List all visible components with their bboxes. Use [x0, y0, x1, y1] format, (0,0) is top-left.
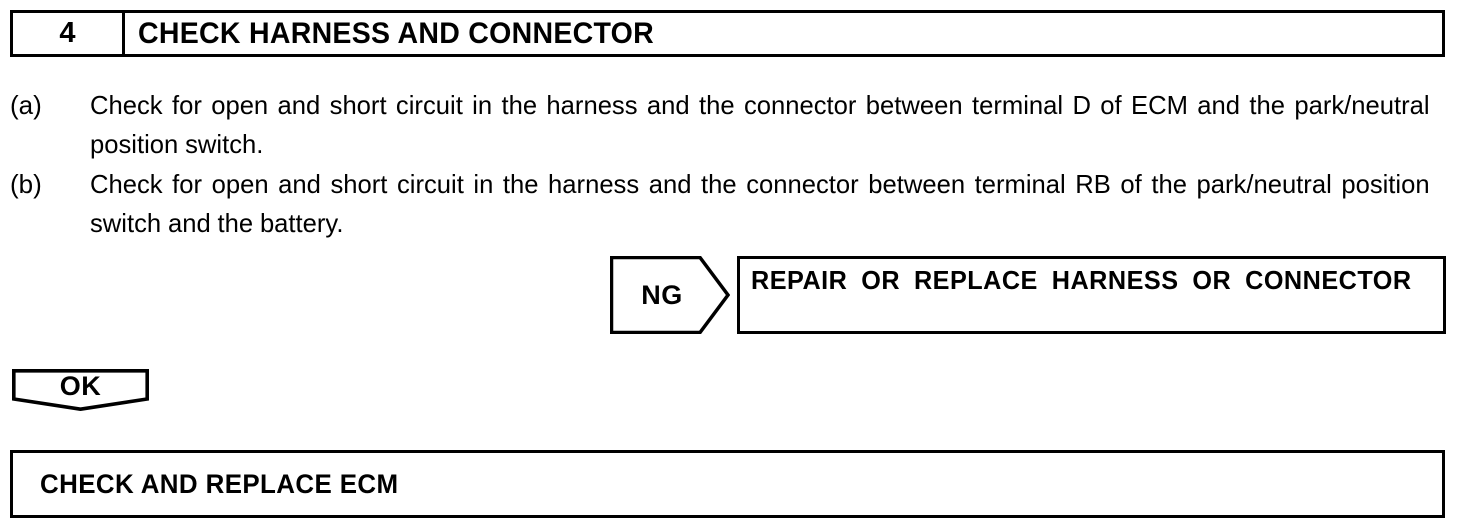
procedure-item-a-text: Check for open and short circuit in the …	[90, 90, 1430, 159]
procedure-item-a: (a) Check for open and short circuit in …	[10, 86, 1450, 164]
ng-arrow-shape	[610, 256, 730, 334]
step-number-cell: 4	[13, 13, 125, 54]
ng-label: NG	[641, 279, 683, 310]
ng-result-box: REPAIR OR REPLACE HARNESS OR CONNECTOR	[737, 256, 1446, 334]
ok-result-box: CHECK AND REPLACE ECM	[10, 450, 1445, 518]
step-header-bar: 4 CHECK HARNESS AND CONNECTOR	[10, 10, 1445, 57]
ok-arrow-shape	[12, 369, 149, 411]
procedure-item-a-label: (a)	[10, 90, 42, 120]
procedure-item-b-text: Check for open and short circuit in the …	[90, 169, 1430, 238]
procedure-item-b: (b) Check for open and short circuit in …	[10, 165, 1450, 243]
ng-branch-row: NG REPAIR OR REPLACE HARNESS OR CONNECTO…	[610, 256, 1446, 334]
procedure-list: (a) Check for open and short circuit in …	[10, 86, 1450, 244]
ok-result-text: CHECK AND REPLACE ECM	[40, 468, 399, 499]
ok-label: OK	[59, 370, 102, 401]
step-title-cell: CHECK HARNESS AND CONNECTOR	[125, 13, 1442, 54]
step-number: 4	[59, 17, 76, 49]
step-title: CHECK HARNESS AND CONNECTOR	[138, 16, 654, 50]
ng-result-text: REPAIR OR REPLACE HARNESS OR CONNECTOR	[751, 265, 1412, 295]
procedure-item-b-label: (b)	[10, 169, 42, 199]
